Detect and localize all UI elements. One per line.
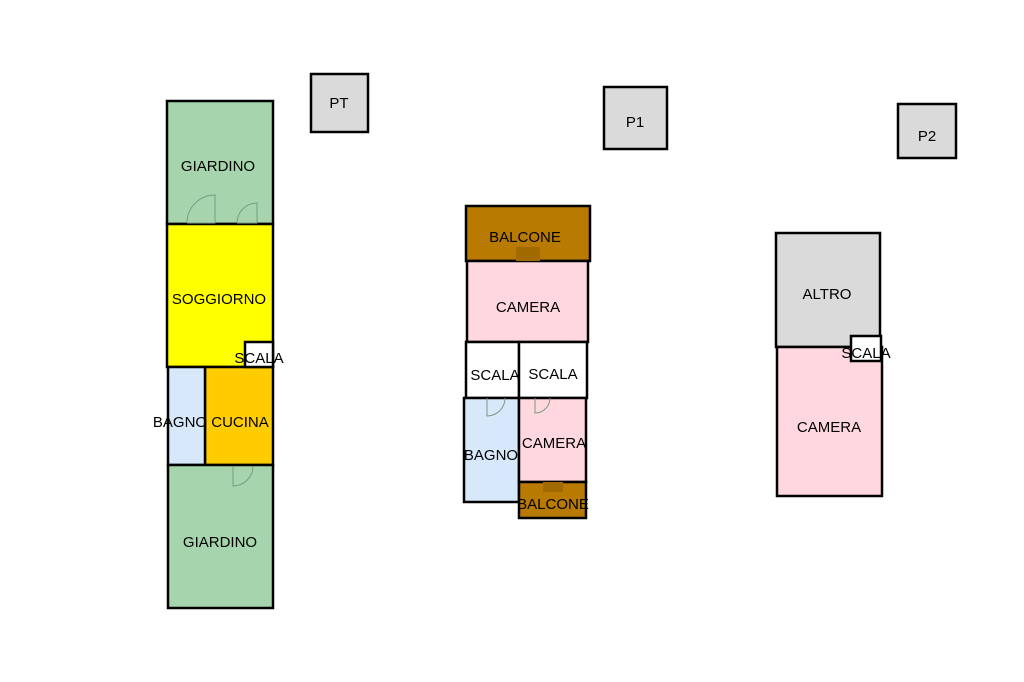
room-camera-bottom <box>517 396 588 484</box>
door-opening <box>516 247 540 261</box>
room-label: SCALA <box>234 350 283 367</box>
room-label: GIARDINO <box>181 158 255 175</box>
room-camera <box>775 345 884 498</box>
floor-tag-p2: P2 <box>918 128 936 145</box>
room-label: SCALA <box>528 366 577 383</box>
room-altro <box>774 231 882 349</box>
room-label: BAGNO <box>464 447 518 464</box>
room-label: SCALA <box>470 367 519 384</box>
floor-tag-box-p2 <box>896 102 958 160</box>
door-arc <box>186 194 216 224</box>
floor-pt: PT GIARDINO SOGGIORNO SCALA BAGNO CUCINA… <box>153 72 370 610</box>
floor-tag-p1: P1 <box>626 114 644 131</box>
room-label: GIARDINO <box>183 534 257 551</box>
room-scala-right <box>517 340 589 400</box>
room-label: SCALA <box>841 345 890 362</box>
door-arc <box>232 465 254 487</box>
floor-tag-box-p1 <box>602 85 669 151</box>
door-arc <box>236 202 258 224</box>
room-label: CAMERA <box>496 299 560 316</box>
room-label: BALCONE <box>517 496 589 513</box>
door-arc <box>534 397 551 414</box>
floor-p2: P2 ALTRO CAMERA SCALA <box>774 102 958 498</box>
floor-tag-box-pt <box>309 72 370 134</box>
room-giardino-bottom <box>166 463 275 610</box>
floor-tag-pt: PT <box>329 95 348 112</box>
room-cucina <box>203 365 275 467</box>
room-scala <box>243 340 275 369</box>
room-label: CAMERA <box>797 419 861 436</box>
floor-p1: P1 BALCONE CAMERA SCALA SCALA BAGNO CAME… <box>462 85 669 520</box>
room-label: BAGNO <box>153 414 207 431</box>
door-opening <box>543 482 563 492</box>
room-label: ALTRO <box>803 286 852 303</box>
door-arc <box>486 397 506 417</box>
room-label: SOGGIORNO <box>172 291 266 308</box>
room-label: BALCONE <box>489 229 561 246</box>
room-label: CUCINA <box>211 414 269 431</box>
room-label: CAMERA <box>522 435 586 452</box>
room-scala <box>849 334 883 363</box>
